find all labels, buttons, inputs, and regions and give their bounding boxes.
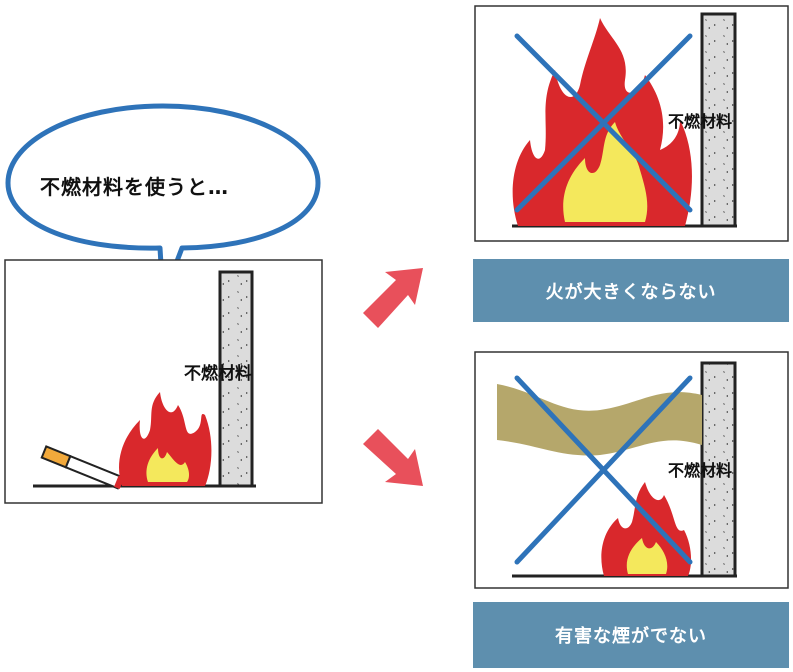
flame-icon xyxy=(601,482,692,576)
speech-bubble-text: 不燃材料を使うと… xyxy=(40,175,229,199)
smoke-icon xyxy=(497,384,702,456)
wall-icon xyxy=(218,270,254,488)
flame-icon xyxy=(119,392,212,486)
material-label: 不燃材料 xyxy=(184,364,252,384)
material-label: 不燃材料 xyxy=(668,461,733,480)
cigarette-icon xyxy=(40,445,125,490)
cross-mark-icon xyxy=(514,33,693,213)
caption-banner-smoke: 有害な煙がでない xyxy=(473,602,789,668)
caption-text: 有害な煙がでない xyxy=(555,626,707,647)
caption-banner-fire: 火が大きくならない xyxy=(473,259,789,322)
speech-bubble xyxy=(5,103,321,301)
caption-text: 火が大きくならない xyxy=(545,281,717,303)
wall-icon xyxy=(700,12,737,228)
arrow-icon xyxy=(363,268,423,328)
result-bottom-panel xyxy=(474,351,789,589)
result-top-panel xyxy=(474,5,789,242)
arrow-icon xyxy=(363,429,423,486)
cross-mark-icon xyxy=(514,375,693,565)
scenario-before-panel xyxy=(4,259,323,504)
wall-icon xyxy=(700,361,737,578)
material-label: 不燃材料 xyxy=(668,112,733,131)
